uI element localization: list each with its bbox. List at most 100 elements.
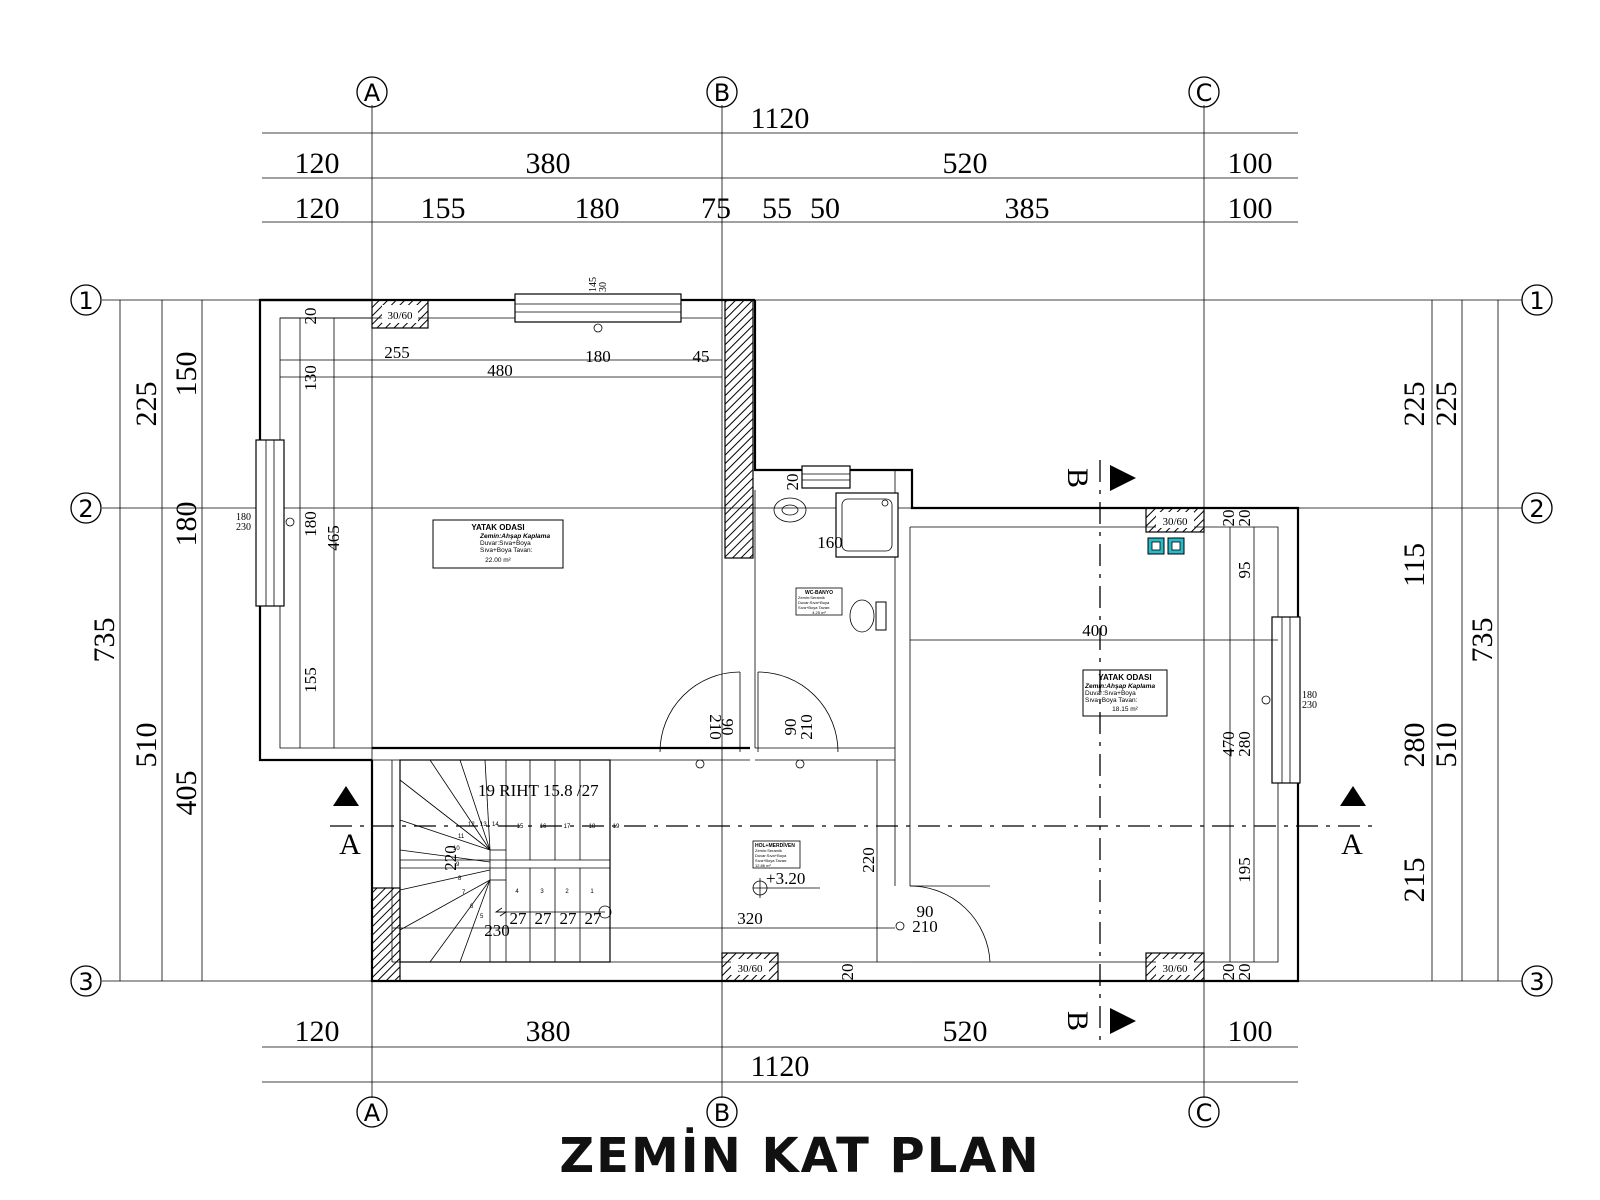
idim-280: 280 (1235, 731, 1254, 757)
section-a-left-label: A (339, 828, 361, 861)
dim-left-inner-2: 405 (170, 771, 203, 816)
window-right-label-1: 180 (1302, 690, 1317, 701)
idim-20g: 20 (1235, 964, 1254, 981)
grid-label-1-left: 1 (78, 287, 93, 315)
window-top-label-1: 145 (588, 277, 599, 292)
svg-text:Sıva+Boya Tavan:: Sıva+Boya Tavan: (798, 605, 830, 610)
dim-bottom-total: 1120 (751, 1050, 810, 1083)
dim-top-r2-3: 75 (701, 192, 731, 225)
window-right-label-2: 230 (1302, 700, 1317, 711)
dim-bot-r1-3: 100 (1228, 1015, 1273, 1048)
stair-num-10: 10 (453, 846, 460, 852)
svg-text:Zemin:Seramik: Zemin:Seramik (755, 848, 782, 853)
idim-27c: 27 (560, 909, 578, 928)
section-lines: A A B B (330, 460, 1380, 1040)
grid-label-c-bottom: C (1196, 1099, 1213, 1127)
dim-bot-r1-1: 380 (526, 1015, 571, 1048)
stair-num-4: 4 (515, 889, 519, 895)
right-dimension-chains: 225 115 280 215 225 510 735 (1398, 300, 1499, 981)
idim-320: 320 (737, 909, 763, 928)
stair-num-5: 5 (480, 914, 484, 920)
dim-bot-r1-2: 520 (943, 1015, 988, 1048)
plan-title: ZEMİN KAT PLAN (559, 1128, 1041, 1184)
idim-130: 130 (301, 365, 320, 391)
grid-label-1-right: 1 (1529, 287, 1544, 315)
dim-top-r2-7: 100 (1228, 192, 1273, 225)
dim-top-r2-5: 50 (810, 192, 840, 225)
grid-label-b-top: B (714, 79, 730, 107)
grid-bubble-2-left (70, 492, 102, 524)
idim-20d: 20 (1235, 510, 1254, 527)
door-arc-room2 (909, 885, 991, 963)
window-left-label-2: 230 (236, 522, 251, 533)
idim-465: 465 (324, 525, 343, 551)
svg-text:Zemin:Ahşap Kaplama: Zemin:Ahşap Kaplama (479, 533, 550, 540)
stair-num-15: 15 (517, 824, 524, 830)
svg-text:4.25 m²: 4.25 m² (812, 610, 826, 615)
stair-rise-label: 19 RIHT 15.8 /27 (478, 781, 599, 800)
section-b-arrow-top (1110, 465, 1136, 491)
dim-left-mid-1: 510 (130, 723, 163, 768)
dim-right-outer: 735 (1466, 618, 1499, 663)
dim-left-mid-0: 225 (130, 382, 163, 427)
grid-bubble-1-left (70, 284, 102, 316)
idim-255: 255 (384, 343, 410, 362)
staircase: 19 RIHT 15.8 /27 15 16 17 18 19 4 3 2 1 … (399, 759, 620, 963)
idim-400: 400 (1082, 621, 1108, 640)
stair-num-6: 6 (470, 904, 474, 910)
hatched-wall-b (724, 299, 754, 559)
top-dimension-chains: 1120 120 380 520 100 120 155 180 75 55 5… (262, 102, 1298, 225)
grid-bubble-c-bottom (1188, 1096, 1220, 1128)
stair-num-12: 12 (468, 822, 475, 828)
grid-label-a-bottom: A (364, 1099, 381, 1127)
room-label-bedroom-2: YATAK ODASI Zemin:Ahşap Kaplama Duvar:Sı… (1082, 669, 1168, 717)
stair-num-16: 16 (540, 824, 547, 830)
dim-right-inner-2: 280 (1398, 723, 1431, 768)
left-dimension-chains: 735 225 510 150 180 405 (88, 300, 203, 981)
stair-num-1: 1 (590, 889, 594, 895)
dim-top-r2-4: 55 (762, 192, 792, 225)
idim-480: 480 (487, 361, 513, 380)
toilet (849, 599, 875, 633)
svg-text:Sıva+Boya Tavan:: Sıva+Boya Tavan: (1085, 697, 1138, 704)
shower-tray (835, 492, 899, 558)
idim-160: 160 (817, 533, 843, 552)
room-label-wc: WC-BANYO Zemin:Seramik Duvar:Sıva+Boya S… (795, 587, 843, 616)
section-b-bottom-label: B (1061, 1011, 1094, 1031)
structural-columns: 30/60 30/60 30/60 30/60 (371, 299, 1205, 982)
dim-right-inner-3: 215 (1398, 858, 1431, 903)
dim-left-outer: 735 (88, 618, 121, 663)
svg-text:WC-BANYO: WC-BANYO (805, 590, 833, 596)
grid-label-a-top: A (364, 79, 381, 107)
door-arc-wc (757, 671, 839, 753)
idim-195: 195 (1235, 857, 1254, 883)
section-a-arrow-left (333, 786, 359, 806)
grid-bubbles: A B C A B C 1 2 3 1 2 3 (70, 76, 1553, 1128)
dim-top-r2-1: 155 (421, 192, 466, 225)
idim-470: 470 (1219, 731, 1238, 757)
dim-top-r2-0: 120 (295, 192, 340, 225)
dim-top-r1-3: 100 (1228, 147, 1273, 180)
dim-bot-r1-0: 120 (295, 1015, 340, 1048)
svg-text:Sıva+Boya Tavan:: Sıva+Boya Tavan: (480, 547, 533, 554)
idim-90b: 90 (781, 719, 800, 736)
dim-right-inner-0: 225 (1398, 382, 1431, 427)
section-b-arrow-bottom (1110, 1008, 1136, 1034)
idim-155: 155 (301, 667, 320, 693)
grid-label-2-left: 2 (78, 495, 93, 523)
idim-220a: 220 (441, 845, 460, 871)
idim-180a: 180 (585, 347, 611, 366)
idim-180b: 180 (301, 511, 320, 537)
doors (659, 671, 991, 963)
column-label-b3: 30/60 (737, 963, 763, 975)
stair-num-19: 19 (613, 824, 620, 830)
room-label-hall: HOL+MERDİVEN Zemin:Seramik Duvar:Sıva+Bo… (752, 840, 801, 869)
idim-20e: 20 (838, 964, 857, 981)
svg-text:18.15 m²: 18.15 m² (1112, 706, 1138, 713)
interior-dimensions: 255 180 45 480 20 130 180 465 155 90 210… (280, 308, 1278, 981)
window-wc (801, 465, 851, 489)
wc-fixtures (773, 492, 899, 633)
column-label-a1: 30/60 (387, 310, 413, 322)
section-a-arrow-right (1340, 786, 1366, 806)
grid-bubble-1-right (1521, 284, 1553, 316)
